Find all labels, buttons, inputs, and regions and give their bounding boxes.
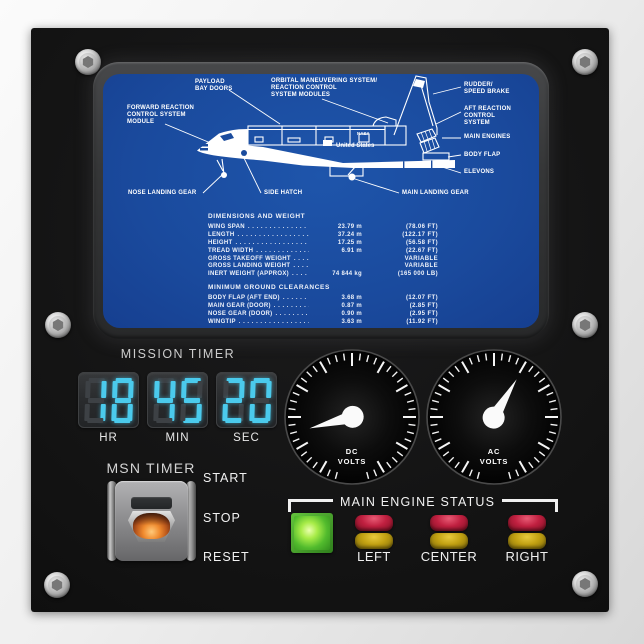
table-row: BODY FLAP (AFT END)3.68 m(12.07 FT)	[208, 295, 438, 303]
left-channel-label: LEFT	[357, 549, 391, 564]
callout-payload-bay-doors: PAYLOAD BAY DOORS	[195, 79, 233, 92]
dimensions-block: DIMENSIONS AND WEIGHT WING SPAN23.79 m(7…	[208, 213, 438, 327]
right-channel-label: RIGHT	[505, 549, 549, 564]
shuttle-name-text: United States	[336, 143, 375, 149]
center-channel-label: CENTER	[420, 549, 478, 564]
msn-timer-title: MSN TIMER	[106, 460, 196, 476]
table-row: NOSE GEAR (DOOR)0.90 m(2.95 FT)	[208, 311, 438, 319]
start-label: START	[203, 471, 248, 485]
msn-timer-switch-housing	[107, 481, 196, 561]
control-panel: United States NASA PAYLOAD BAY DOORS ORB…	[31, 28, 609, 612]
dimensions-table: WING SPAN23.79 m(78.06 FT) LENGTH37.24 m…	[208, 224, 438, 279]
table-row: WINGTIP3.63 m(11.92 FT)	[208, 319, 438, 327]
mission-timer-title: MISSION TIMER	[120, 347, 236, 361]
callout-aft-rcs: AFT REACTION CONTROL SYSTEM	[464, 106, 512, 126]
svg-text:VOLTS: VOLTS	[480, 457, 508, 466]
svg-text:AC: AC	[488, 447, 500, 456]
minutes-unit-label: MIN	[165, 432, 190, 444]
shuttle-blueprint: United States NASA PAYLOAD BAY DOORS ORB…	[103, 74, 539, 328]
svg-text:DC: DC	[346, 447, 358, 456]
stop-label: STOP	[203, 511, 241, 525]
shuttle-diagram-drawing: United States NASA	[164, 75, 462, 194]
table-row: TREAD WIDTH6.91 m(22.67 FT)	[208, 248, 438, 256]
reset-label: RESET	[203, 550, 250, 564]
center-engine-yellow-light	[430, 533, 468, 549]
mission-timer-hours-display	[78, 372, 139, 428]
table-row: GROSS LANDING WEIGHTVARIABLE	[208, 263, 438, 271]
ac-volts-gauge: AC VOLTS	[426, 349, 562, 485]
screw-icon	[75, 49, 101, 75]
callout-main-engines: MAIN ENGINES	[464, 134, 511, 140]
msn-timer-button-bezel	[128, 511, 175, 542]
table-row: LENGTH37.24 m(122.17 FT)	[208, 232, 438, 240]
engine-status-green-button[interactable]	[291, 513, 333, 553]
center-engine-red-light	[430, 515, 468, 531]
svg-text:VOLTS: VOLTS	[338, 457, 366, 466]
callout-rudder-speed-brake: RUDDER/ SPEED BRAKE	[464, 82, 510, 95]
main-engine-status-title-row: MAIN ENGINE STATUS	[288, 494, 558, 512]
screw-icon	[45, 312, 71, 338]
screw-icon	[44, 572, 70, 598]
right-engine-red-light	[508, 515, 546, 531]
dimensions-title: DIMENSIONS AND WEIGHT	[208, 213, 306, 220]
table-row: MAIN GEAR (DOOR)0.87 m(2.85 FT)	[208, 303, 438, 311]
left-engine-yellow-light	[355, 533, 393, 549]
switch-plate	[115, 481, 188, 561]
dc-volts-gauge: DC VOLTS	[284, 349, 420, 485]
title-bracket-left	[288, 499, 333, 512]
left-engine-red-light	[355, 515, 393, 531]
callout-elevons: ELEVONS	[464, 169, 495, 175]
blueprint-screen: United States NASA PAYLOAD BAY DOORS ORB…	[93, 62, 549, 339]
screw-icon	[572, 49, 598, 75]
callout-side-hatch: SIDE HATCH	[264, 190, 303, 196]
callout-main-landing-gear: MAIN LANDING GEAR	[402, 190, 469, 196]
main-engine-status-title: MAIN ENGINE STATUS	[340, 494, 496, 509]
table-row: HEIGHT17.25 m(56.58 FT)	[208, 240, 438, 248]
nasa-text: NASA	[357, 131, 371, 136]
seconds-unit-label: SEC	[233, 432, 260, 444]
right-engine-yellow-light	[508, 533, 546, 549]
callout-leader-lines	[164, 86, 462, 194]
callout-oms-modules: ORBITAL MANEUVERING SYSTEM/ REACTION CON…	[271, 78, 378, 98]
msn-timer-button[interactable]	[133, 513, 170, 539]
table-row: GROSS TAKEOFF WEIGHTVARIABLE	[208, 256, 438, 264]
mission-timer-seconds-display	[216, 372, 277, 428]
mission-timer-minutes-display	[147, 372, 208, 428]
housing-rail-right	[186, 481, 196, 561]
green-button-face	[294, 516, 330, 550]
clearances-table: BODY FLAP (AFT END)3.68 m(12.07 FT) MAIN…	[208, 295, 438, 327]
housing-rail-left	[107, 481, 117, 561]
table-row: WING SPAN23.79 m(78.06 FT)	[208, 224, 438, 232]
screw-icon	[572, 312, 598, 338]
title-bracket-right	[502, 499, 558, 512]
callout-forward-rcs: FORWARD REACTION CONTROL SYSTEM MODULE	[127, 105, 195, 125]
hours-unit-label: HR	[99, 432, 118, 444]
table-row: INERT WEIGHT (APPROX)74 844 kg(165 000 L…	[208, 271, 438, 279]
clearances-title: MINIMUM GROUND CLEARANCES	[208, 284, 330, 292]
callout-body-flap: BODY FLAP	[464, 152, 501, 158]
callout-nose-landing-gear: NOSE LANDING GEAR	[128, 190, 197, 196]
screw-icon	[572, 571, 598, 597]
switch-guard	[131, 497, 172, 509]
